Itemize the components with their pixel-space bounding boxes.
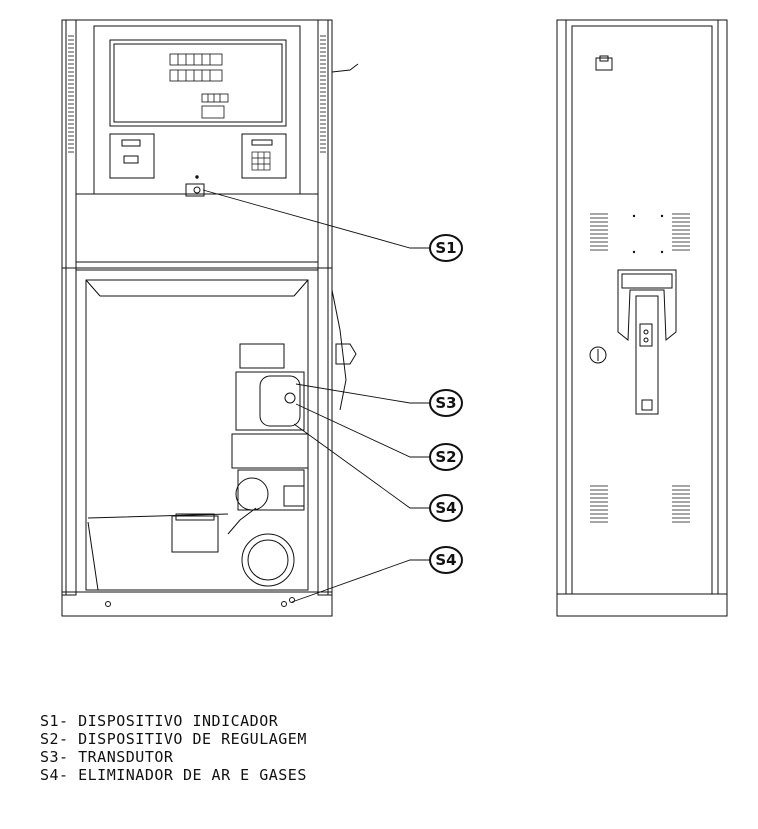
side-lock [589, 346, 607, 364]
keypad-box [241, 133, 287, 179]
keypad-grid [251, 151, 271, 171]
callout-s1: S1 [429, 234, 463, 262]
side-cabinet [556, 19, 728, 595]
legend-item-s4: S4- ELIMINADOR DE AR E GASES [40, 766, 307, 784]
callout-s4-lower-label: S4 [435, 551, 456, 569]
callout-s2: S2 [429, 443, 463, 471]
callout-s1-label: S1 [435, 239, 456, 257]
side-view [556, 19, 728, 617]
card-reader-box [109, 133, 155, 179]
hydraulic-frame [75, 269, 319, 593]
legend-item-s1: S1- DISPOSITIVO INDICADOR [40, 712, 279, 730]
front-right-column [317, 19, 333, 596]
legend-item-s2: S2- DISPOSITIVO DE REGULAGEM [40, 730, 307, 748]
legend-item-s3: S3- TRANSDUTOR [40, 748, 174, 766]
pump-assembly [87, 289, 357, 591]
callout-s4-upper-label: S4 [435, 499, 456, 517]
legend: S1- DISPOSITIVO INDICADOR S2- DISPOSITIV… [40, 712, 307, 784]
display-digits [169, 53, 229, 119]
callout-s4-lower: S4 [429, 546, 463, 574]
callout-s3: S3 [429, 389, 463, 417]
callout-s3-label: S3 [435, 394, 456, 412]
front-column-vents [68, 35, 326, 153]
side-vents [590, 213, 690, 523]
front-left-column [61, 19, 77, 596]
callout-s2-label: S2 [435, 448, 456, 466]
side-base [556, 593, 728, 617]
display-window [109, 39, 287, 127]
front-base [61, 591, 333, 617]
nozzle-holster [617, 269, 677, 415]
front-view [61, 19, 359, 617]
leader-lines [202, 189, 430, 603]
callout-s4-upper: S4 [429, 494, 463, 522]
